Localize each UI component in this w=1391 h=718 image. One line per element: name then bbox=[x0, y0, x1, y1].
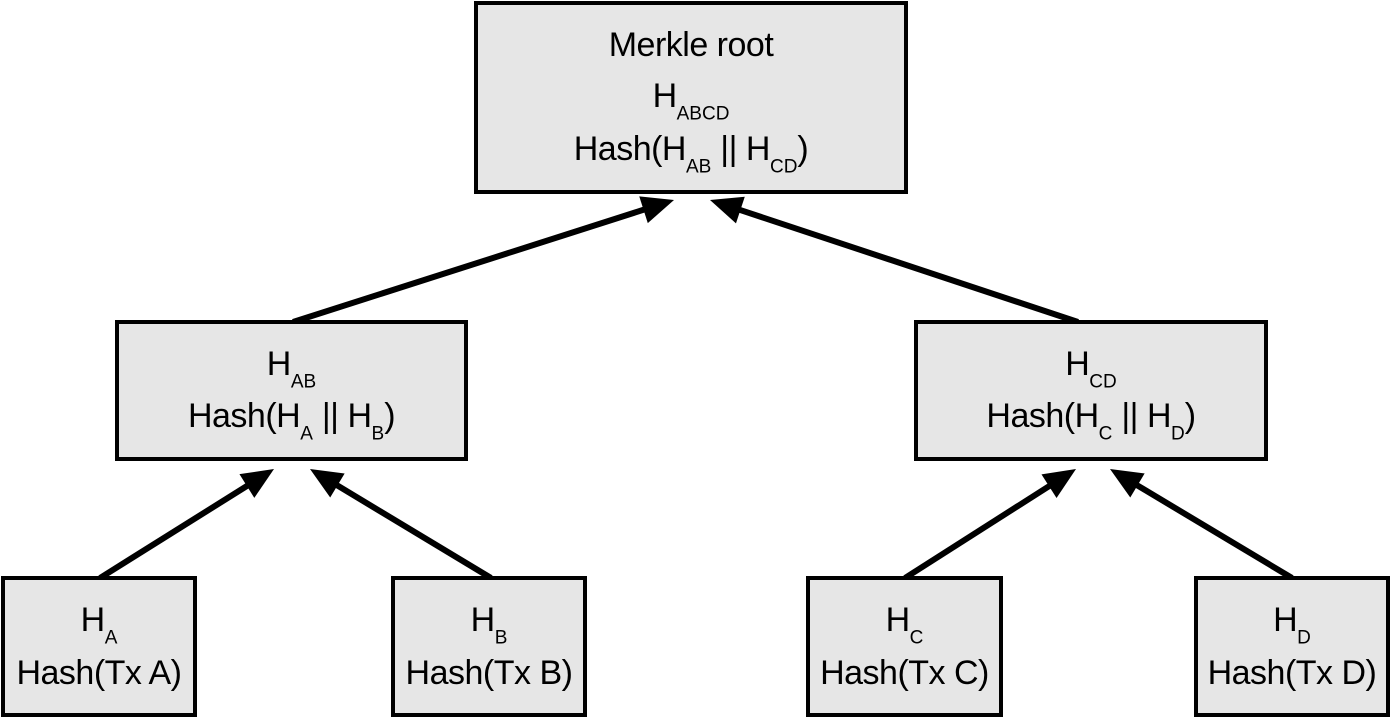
hash-subscript: A bbox=[104, 627, 118, 649]
hash-ab-label: HAB bbox=[266, 344, 316, 391]
hash-subscript: B bbox=[494, 627, 508, 649]
hash-subscript: CD bbox=[1089, 371, 1117, 392]
leaf-d-formula: Hash(Tx D) bbox=[1207, 653, 1377, 692]
formula-subscript-1: A bbox=[300, 423, 313, 445]
arrow-c-to-cd bbox=[903, 469, 1076, 581]
hash-ab-node: HAB Hash(HA || HB) bbox=[115, 320, 468, 461]
formula-subscript-1: AB bbox=[685, 155, 712, 177]
arrowhead-icon bbox=[639, 196, 674, 224]
formula-subscript-2: B bbox=[371, 423, 385, 445]
formula-prefix: Hash(H bbox=[986, 397, 1099, 435]
formula-subscript-1: C bbox=[1098, 423, 1113, 445]
hash-letter: H bbox=[1065, 344, 1090, 383]
formula-suffix: ) bbox=[797, 129, 809, 168]
leaf-b-label: HB bbox=[470, 601, 508, 647]
merkle-root-node: Merkle root HABCD Hash(HAB || HCD) bbox=[474, 1, 908, 194]
leaf-b-formula: Hash(Tx B) bbox=[405, 653, 573, 692]
arrow-shaft bbox=[1134, 481, 1294, 581]
leaf-a-label: HA bbox=[80, 601, 118, 647]
formula-subscript-2: D bbox=[1171, 423, 1185, 445]
arrow-b-to-ab bbox=[310, 469, 493, 581]
hash-subscript: AB bbox=[290, 371, 317, 392]
arrow-a-to-ab bbox=[98, 469, 274, 581]
arrowhead-icon bbox=[710, 196, 745, 224]
leaf-c-node: HC Hash(Tx C) bbox=[806, 576, 1003, 717]
hash-letter: H bbox=[266, 344, 292, 383]
formula-suffix: ) bbox=[384, 397, 396, 435]
hash-subscript: D bbox=[1297, 627, 1311, 649]
arrow-shaft bbox=[292, 206, 647, 325]
leaf-c-formula: Hash(Tx C) bbox=[820, 653, 989, 692]
arrow-shaft bbox=[903, 482, 1053, 581]
leaf-d-label: HD bbox=[1273, 601, 1311, 647]
leaf-d-node: HD Hash(Tx D) bbox=[1194, 576, 1390, 717]
merkle-root-formula: Hash(HAB || HCD) bbox=[573, 129, 809, 176]
arrow-shaft bbox=[334, 481, 493, 581]
hash-subscript: ABCD bbox=[676, 103, 730, 125]
arrow-ab-to-root bbox=[292, 196, 674, 325]
hash-cd-formula: Hash(HC || HD) bbox=[986, 397, 1196, 443]
hash-letter: H bbox=[80, 601, 106, 640]
formula-suffix: ) bbox=[1184, 397, 1196, 435]
hash-letter: H bbox=[885, 601, 911, 640]
hash-subscript: C bbox=[909, 627, 924, 649]
arrow-shaft bbox=[98, 482, 251, 581]
formula-subscript-2: CD bbox=[769, 155, 798, 177]
arrow-shaft bbox=[737, 206, 1079, 325]
leaf-a-node: HA Hash(Tx A) bbox=[1, 576, 197, 717]
arrowhead-icon bbox=[239, 469, 274, 498]
merkle-root-hash-label: HABCD bbox=[652, 77, 730, 123]
hash-letter: H bbox=[652, 77, 678, 116]
leaf-c-label: HC bbox=[885, 601, 924, 647]
formula-prefix: Hash(H bbox=[573, 129, 687, 168]
formula-separator: || H bbox=[1112, 397, 1172, 435]
arrowhead-icon bbox=[310, 469, 345, 498]
arrowhead-icon bbox=[1110, 469, 1145, 498]
hash-ab-formula: Hash(HA || HB) bbox=[187, 397, 396, 443]
hash-cd-node: HCD Hash(HC || HD) bbox=[914, 320, 1268, 461]
hash-letter: H bbox=[470, 601, 496, 640]
formula-separator: || H bbox=[312, 397, 372, 435]
hash-cd-label: HCD bbox=[1065, 344, 1117, 391]
formula-prefix: Hash(H bbox=[187, 397, 301, 435]
leaf-b-node: HB Hash(Tx B) bbox=[391, 576, 587, 717]
arrow-cd-to-root bbox=[710, 196, 1079, 325]
arrow-d-to-cd bbox=[1110, 469, 1294, 581]
merkle-root-title: Merkle root bbox=[608, 26, 774, 65]
leaf-a-formula: Hash(Tx A) bbox=[16, 653, 182, 692]
arrowhead-icon bbox=[1041, 469, 1076, 499]
formula-separator: || H bbox=[711, 129, 770, 168]
hash-letter: H bbox=[1273, 601, 1298, 640]
